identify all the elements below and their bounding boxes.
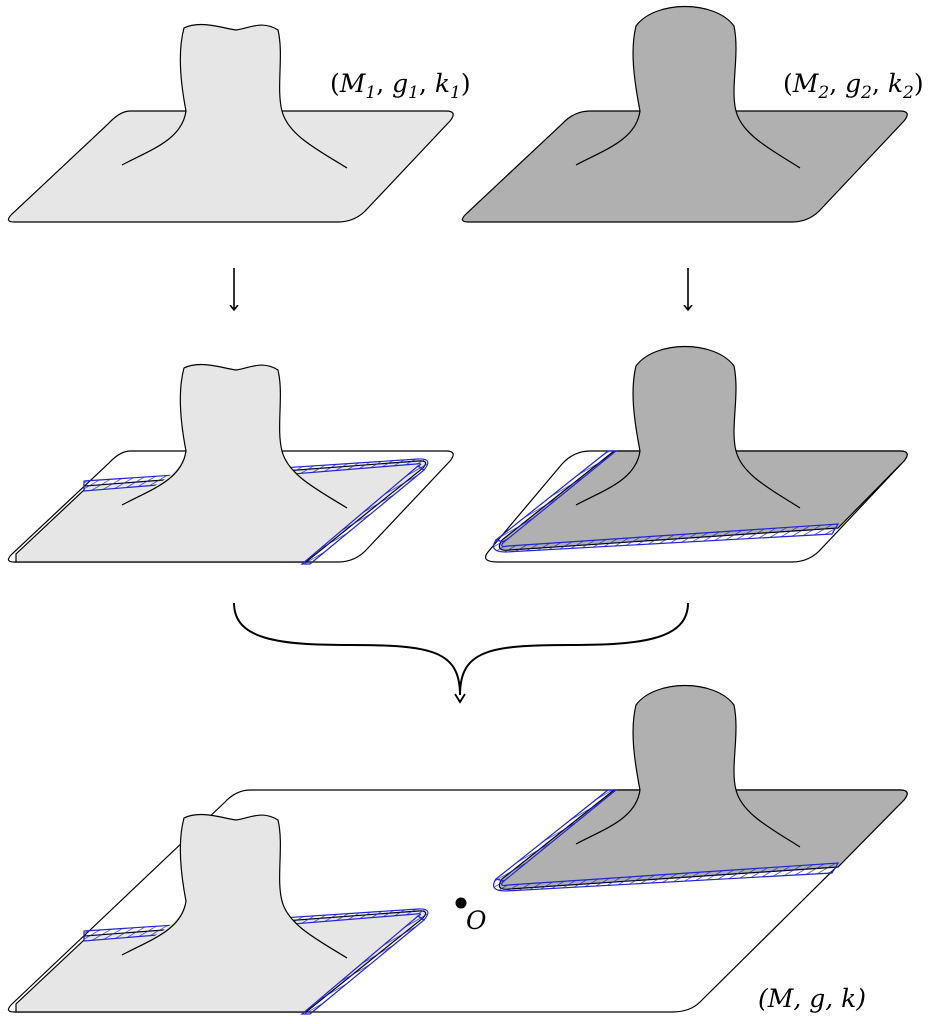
sheet-m2-neck-outline	[575, 5, 801, 169]
sheet-m1-cut-neck	[122, 364, 345, 508]
sheet-m2-cut-neck-outline	[575, 345, 801, 509]
sheet-m1-neck-outline	[121, 23, 348, 169]
sheet-m1-cut	[7, 363, 454, 565]
merge-brace-arrowhead	[454, 693, 466, 704]
merge-brace	[233, 602, 689, 696]
sheet-m1	[7, 23, 454, 223]
origin-label: O	[466, 906, 487, 935]
piece-1-seam-diag	[300, 915, 426, 1015]
piece-1-neck-outline	[121, 813, 348, 959]
label-m: (M, g, k)	[758, 984, 866, 1013]
piece-2-seam-bottom	[493, 862, 840, 892]
sheet-m1-neck	[122, 24, 345, 169]
origin-point	[455, 897, 467, 909]
sheet-m-piece-2	[493, 684, 908, 892]
label-m1: (M1, g1, k1)	[330, 69, 471, 103]
sheet-m-piece-1	[15, 813, 429, 1015]
piece-2-neck-outline	[575, 684, 801, 848]
sheet-m2	[461, 5, 908, 223]
sheet-m2-cut	[485, 345, 908, 563]
seam-m2-bottom	[493, 523, 840, 553]
seam-m1-diag	[300, 465, 426, 565]
sheet-m1-cut-neck-outline	[121, 363, 348, 509]
piece-1-neck	[122, 814, 345, 958]
label-m2: (M2, g2, k2)	[783, 69, 924, 103]
